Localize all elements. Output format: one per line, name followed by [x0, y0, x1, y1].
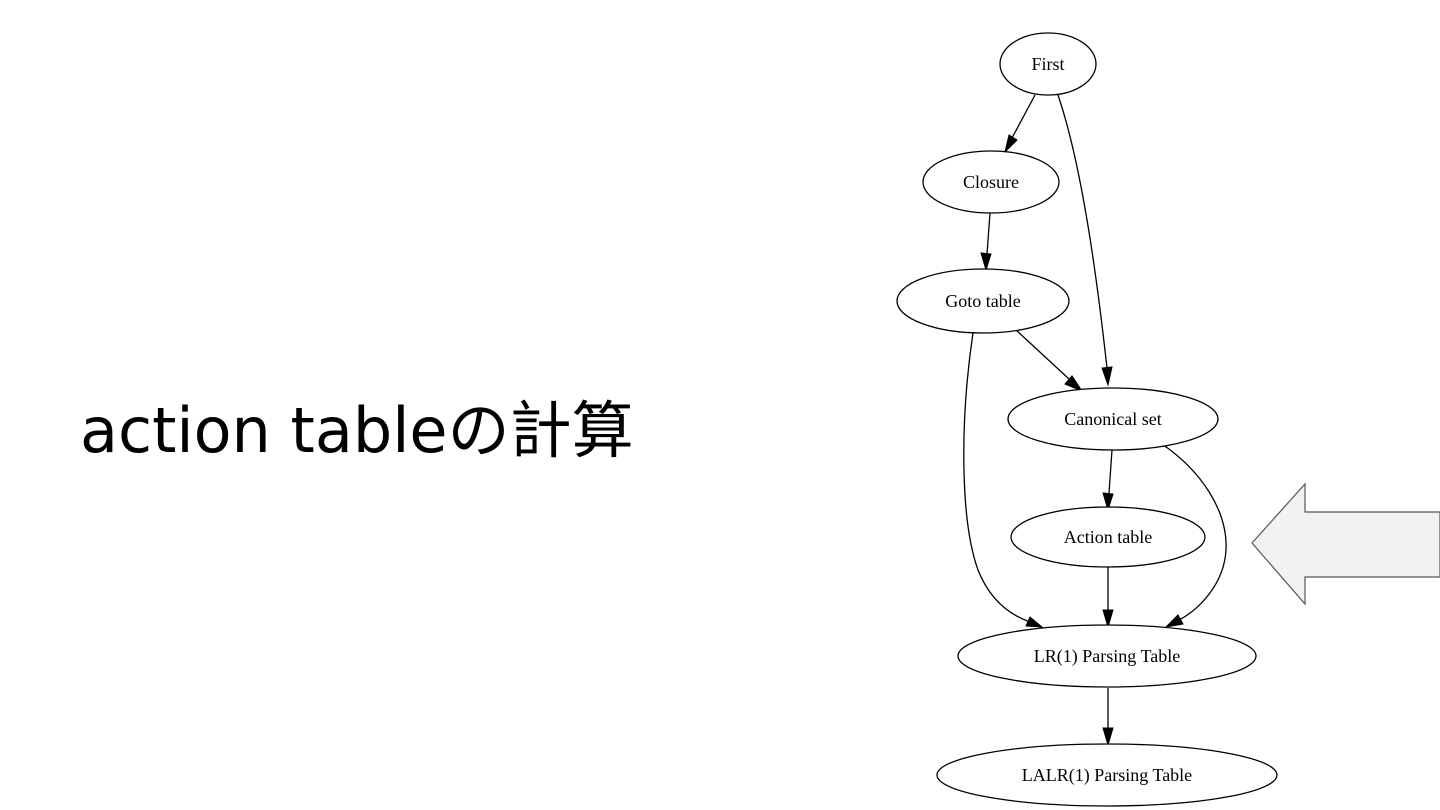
node-closure: Closure	[922, 150, 1060, 214]
edge-goto-canonical	[1015, 329, 1070, 380]
arrowhead-lr1-from-action	[1102, 609, 1114, 629]
edge-closure-goto	[986, 212, 991, 255]
node-canonical-set: Canonical set	[1007, 387, 1219, 451]
node-closure-label: Closure	[963, 172, 1019, 192]
edge-canonical-lr1	[1161, 443, 1227, 621]
slide-title: action tableの計算	[80, 394, 634, 467]
arrowhead-canonical-from-goto	[1064, 375, 1084, 393]
edge-first-closure	[1011, 94, 1036, 139]
node-goto-table: Goto table	[896, 268, 1070, 334]
arrowhead-lr1-from-goto	[1025, 616, 1044, 628]
node-canonical-set-label: Canonical set	[1064, 409, 1161, 429]
node-action-table: Action table	[1010, 506, 1206, 568]
arrowhead-closure	[1004, 134, 1018, 154]
node-lalr1-parsing-table-label: LALR(1) Parsing Table	[1022, 765, 1192, 786]
arrowhead-lalr1	[1102, 727, 1114, 747]
highlight-arrow	[1251, 482, 1440, 606]
arrowhead-lr1-from-canonical	[1164, 614, 1184, 628]
arrowhead-goto	[980, 252, 992, 272]
node-lalr1-parsing-table: LALR(1) Parsing Table	[936, 743, 1278, 807]
arrowhead-canonical-from-first	[1101, 366, 1113, 387]
node-goto-table-label: Goto table	[945, 291, 1020, 311]
edge-first-canonical	[1057, 94, 1108, 369]
arrowhead-action	[1102, 492, 1114, 512]
node-first: First	[999, 32, 1097, 96]
node-first-label: First	[1031, 54, 1064, 74]
node-lr1-parsing-table-label: LR(1) Parsing Table	[1034, 646, 1180, 667]
edges	[963, 94, 1227, 747]
node-action-table-label: Action table	[1064, 527, 1152, 547]
node-lr1-parsing-table: LR(1) Parsing Table	[957, 624, 1257, 688]
edge-canonical-action	[1108, 449, 1113, 494]
edge-goto-lr1	[963, 332, 1031, 623]
